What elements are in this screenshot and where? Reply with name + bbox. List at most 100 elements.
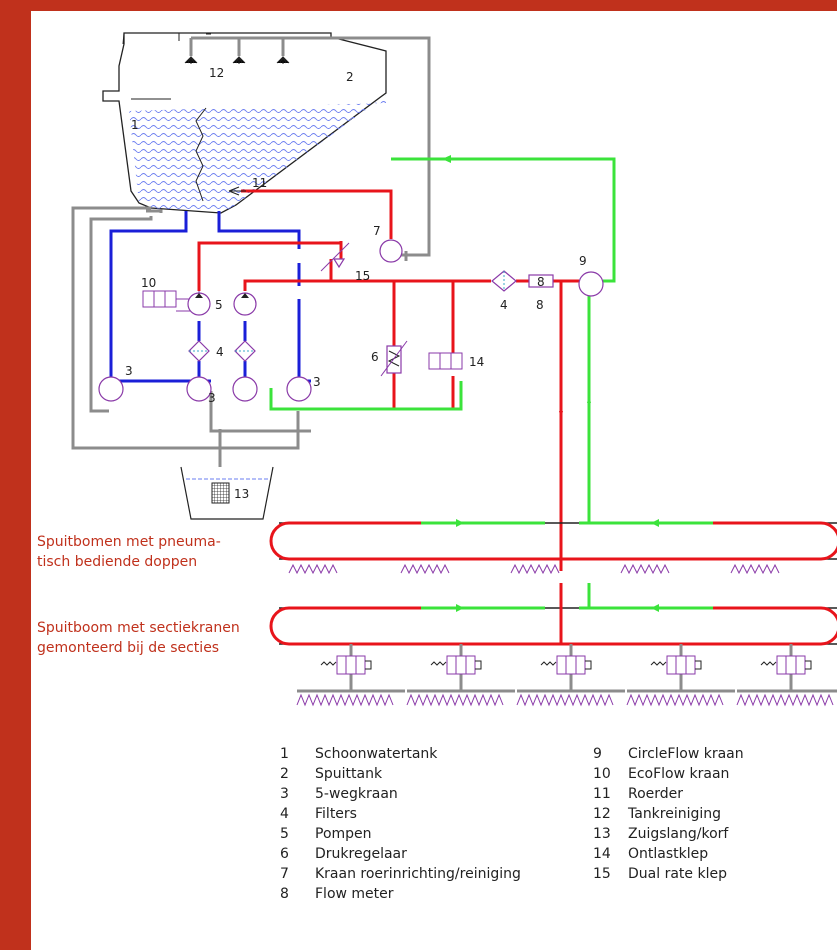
legend-num: 8: [280, 886, 289, 902]
legend-num: 4: [280, 806, 289, 822]
label-filter-pressure: 4: [500, 298, 508, 312]
legend-num: 11: [593, 786, 611, 802]
five-way-valves: [98, 376, 312, 402]
pumps: [187, 292, 257, 316]
caption-section-boom: Spuitboom met sectiekranen gemonteerd bi…: [37, 618, 287, 658]
legend-item: 3 5-wegkraan: [280, 784, 521, 804]
label-stirrer: 11: [252, 176, 267, 190]
legend-item: 12 Tankreiniging: [593, 804, 744, 824]
legend-item: 6 Drukregelaar: [280, 844, 521, 864]
return-arrow-left: [442, 155, 451, 163]
label-pump: 5: [215, 298, 223, 312]
legend-right: 9 CircleFlow kraan 10 EcoFlow kraan 11 Roer…: [593, 744, 744, 884]
legend-item: 11 Roerder: [593, 784, 744, 804]
legend-item: 8 Flow meter: [280, 884, 521, 904]
spray-tank: [102, 32, 387, 214]
pressure-regulator: [380, 340, 408, 377]
legend-label: Flow meter: [315, 886, 394, 902]
tank-lines: [71, 206, 408, 476]
legend-num: 1: [280, 746, 289, 762]
relief-valve: [428, 352, 463, 370]
caption-pneumatic-booms: Spuitbomen met pneuma- tisch bediende do…: [37, 532, 287, 572]
legend-label: Pompen: [315, 826, 372, 842]
suction-basket: [180, 466, 274, 520]
sprayer-schematic: 1 2 12: [71, 32, 837, 707]
caption-pneumatic-line1: Spuitbomen met pneuma-: [37, 534, 221, 550]
pressure-filter: [491, 270, 517, 292]
boom-feed-lines: [559, 521, 591, 644]
flow-meter: [528, 274, 554, 288]
label-circleflow: 9: [579, 254, 587, 268]
suction-filters: [188, 340, 256, 362]
legend-num: 10: [593, 766, 611, 782]
pressure-lines: [197, 189, 579, 559]
label-filter-suction: 4: [216, 345, 224, 359]
flow-arrow-down: [559, 411, 563, 419]
label-valve-5way-a: 3: [125, 364, 133, 378]
section-valves: [296, 644, 837, 707]
legend-label: Roerder: [628, 786, 684, 802]
legend-item: 1 Schoonwatertank: [280, 744, 521, 764]
legend-num: 7: [280, 866, 289, 882]
label-tank-main: 2: [346, 70, 354, 84]
legend-item: 13 Zuigslang/korf: [593, 824, 744, 844]
legend-label: Tankreiniging: [628, 806, 722, 822]
caption-section-line2: gemonteerd bij de secties: [37, 640, 220, 656]
circleflow-valve: [578, 271, 604, 297]
boom-section: [269, 604, 837, 646]
stirrer-valve: [379, 239, 403, 263]
legend-num: 9: [593, 746, 602, 762]
label-ecoflow: 10: [141, 276, 156, 290]
legend-num: 5: [280, 826, 289, 842]
diagram-frame: 1 2 12: [31, 11, 837, 950]
legend-num: 13: [593, 826, 611, 842]
label-suction-basket: 13: [234, 487, 249, 501]
legend-label: Schoonwatertank: [315, 746, 438, 762]
legend-num: 12: [593, 806, 611, 822]
stirrer: [228, 186, 246, 196]
caption-section-line1: Spuitboom met sectiekranen: [37, 620, 240, 636]
label-stirrer-valve: 7: [373, 224, 381, 238]
legend-label: Spuittank: [315, 766, 383, 782]
legend-label: Dual rate klep: [628, 866, 727, 882]
legend-num: 3: [280, 786, 289, 802]
legend-num: 2: [280, 766, 289, 782]
legend-item: 2 Spuittank: [280, 764, 521, 784]
suction-lines: [109, 211, 311, 383]
label-valve-5way-b: 3: [208, 391, 216, 405]
legend-item: 10 EcoFlow kraan: [593, 764, 744, 784]
legend-label: Kraan roerinrichting/reiniging: [315, 866, 521, 882]
legend-label: Filters: [315, 806, 357, 822]
legend-num: 14: [593, 846, 611, 862]
boom-pneumatic-nozzles: [288, 563, 780, 575]
label-tank-clean: 1: [131, 118, 139, 132]
legend-label: EcoFlow kraan: [628, 766, 730, 782]
caption-pneumatic-line2: tisch bediende doppen: [37, 554, 198, 570]
return-arrow-up: [587, 395, 591, 403]
legend-item: 5 Pompen: [280, 824, 521, 844]
dual-rate-valve: [320, 242, 350, 272]
legend-item: 15 Dual rate klep: [593, 864, 744, 884]
legend-item: 7 Kraan roerinrichting/reiniging: [280, 864, 521, 884]
legend-item: 9 CircleFlow kraan: [593, 744, 744, 764]
label-flow-meter-below: 8: [536, 298, 544, 312]
label-pressure-regulator: 6: [371, 350, 379, 364]
legend-label: Drukregelaar: [315, 846, 407, 862]
boom-pneumatic: [269, 519, 837, 561]
label-relief-valve: 14: [469, 355, 484, 369]
legend-num: 6: [280, 846, 289, 862]
return-lines: [269, 157, 616, 521]
label-dual-rate: 15: [355, 269, 370, 283]
label-flow-meter: 8: [537, 275, 545, 289]
label-valve-5way-c: 3: [313, 375, 321, 389]
legend-label: 5-wegkraan: [315, 786, 398, 802]
legend-num: 15: [593, 866, 611, 882]
legend-label: CircleFlow kraan: [628, 746, 744, 762]
legend-item: 14 Ontlastklep: [593, 844, 744, 864]
legend-label: Zuigslang/korf: [628, 826, 729, 842]
nozzle-icons: [184, 55, 290, 64]
legend-label: Ontlastklep: [628, 846, 709, 862]
tank-cleaning-nozzles: [189, 36, 431, 257]
label-tank-cleaning: 12: [209, 66, 224, 80]
